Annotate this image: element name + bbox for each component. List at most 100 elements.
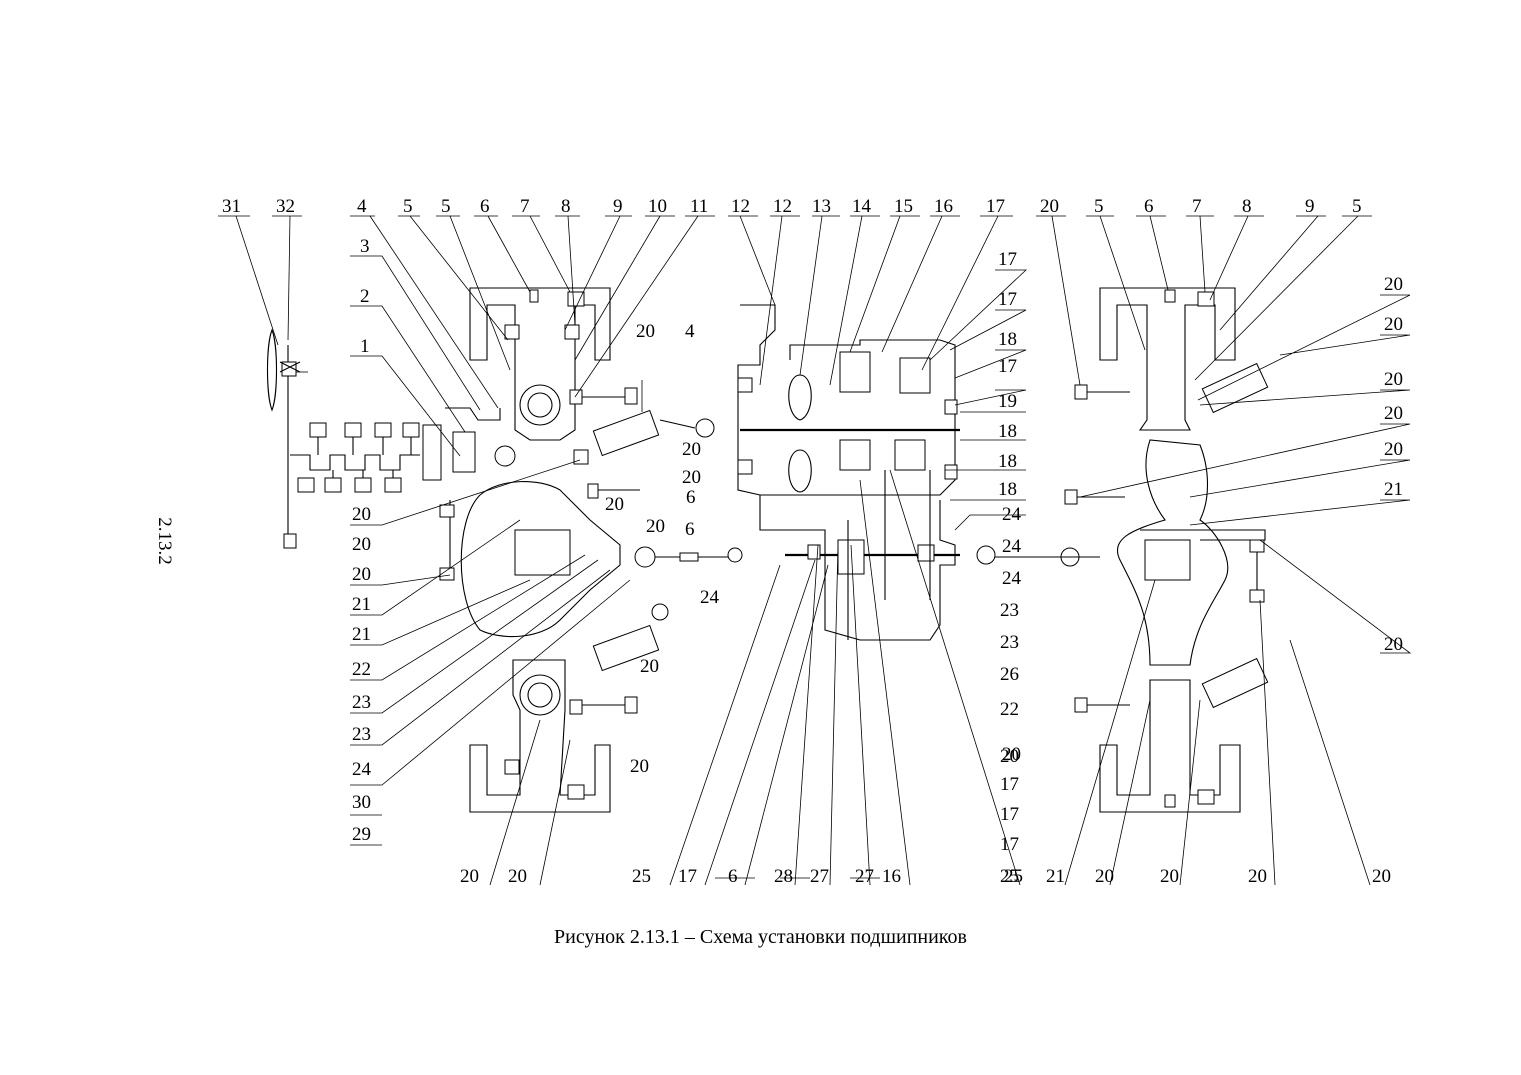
callout-label: 18 <box>998 479 1017 500</box>
callout-label: 7 <box>1192 196 1202 217</box>
callout-label: 17 <box>998 356 1017 377</box>
callout-label: 23 <box>352 692 371 713</box>
callout-label: 5 <box>1352 196 1362 217</box>
callout-label: 16 <box>934 196 953 217</box>
callout-label: 17 <box>1000 804 1019 825</box>
callout-label: 16 <box>882 866 901 887</box>
callout-label: 12 <box>773 196 792 217</box>
callout-label: 20 <box>630 756 649 777</box>
callout-label: 23 <box>352 724 371 745</box>
callout-label: 20 <box>640 656 659 677</box>
callout-label: 27 <box>855 866 874 887</box>
callout-label: 26 <box>1000 664 1019 685</box>
callout-label: 17 <box>678 866 697 887</box>
callout-label: 1 <box>360 336 370 357</box>
callout-label: 18 <box>998 329 1017 350</box>
callout-label: 21 <box>1384 479 1403 500</box>
callout-label: 29 <box>352 824 371 845</box>
callout-label: 24 <box>700 587 720 608</box>
callout-label: 17 <box>986 196 1005 217</box>
callout-label: 20 <box>605 494 624 515</box>
callout-label: 13 <box>812 196 831 217</box>
callout-label: 27 <box>810 866 829 887</box>
front-axle-differential <box>439 409 743 638</box>
callout-label: 20 <box>352 564 371 585</box>
callout-label: 19 <box>998 391 1017 412</box>
callout-label: 23 <box>1000 600 1019 621</box>
callout-label: 20 <box>1095 866 1114 887</box>
callout-label: 5 <box>403 196 413 217</box>
callout-label: 10 <box>648 196 667 217</box>
callout-label: 24 <box>1002 536 1022 557</box>
callout-label: 12 <box>731 196 750 217</box>
callout-label: 6 <box>480 196 490 217</box>
figure-caption: Рисунок 2.13.1 – Схема установки подшипн… <box>554 926 967 948</box>
callout-label: 24 <box>352 759 372 780</box>
callout-label: 32 <box>276 196 295 217</box>
callout-label: 9 <box>613 196 623 217</box>
callout-label: 20 <box>352 504 371 525</box>
callout-label: 6 <box>1144 196 1154 217</box>
callout-label: 31 <box>222 196 241 217</box>
callout-label: 18 <box>998 421 1017 442</box>
callout-label: 22 <box>1000 699 1019 720</box>
callout-label: 22 <box>352 659 371 680</box>
callout-label: 17 <box>998 249 1017 270</box>
pistons <box>297 422 420 493</box>
callout-label: 21 <box>352 624 371 645</box>
callout-label: 21 <box>1046 866 1065 887</box>
callout-label: 24 <box>1002 504 1022 525</box>
callout-label: 20 <box>1384 369 1403 390</box>
callout-label: 20 <box>646 516 665 537</box>
rear-axle <box>995 287 1269 813</box>
page-number: 2.13.2 <box>153 517 175 565</box>
callout-label: 25 <box>1004 866 1023 887</box>
callout-label: 20 <box>1384 274 1403 295</box>
callout-label: 20 <box>1384 403 1403 424</box>
fan-and-engine <box>266 328 516 549</box>
callout-label: 21 <box>352 594 371 615</box>
callout-label: 20 <box>1384 314 1403 335</box>
callout-label: 6 <box>728 866 738 887</box>
callout-label: 7 <box>520 196 530 217</box>
callout-label: 20 <box>1248 866 1267 887</box>
callout-label: 28 <box>774 866 793 887</box>
callout-label: 20 <box>636 321 655 342</box>
callout-label: 25 <box>1000 866 1019 887</box>
callout-label: 17 <box>998 289 1017 310</box>
callout-label: 4 <box>685 321 695 342</box>
callout-label: 4 <box>357 196 367 217</box>
callout-label: 20 <box>1372 866 1391 887</box>
leader-lines <box>218 215 1412 886</box>
callout-labels: 31 32 4 5 5 6 7 8 9 10 11 12 12 13 14 15… <box>222 196 1403 887</box>
callout-label: 20 <box>508 866 527 887</box>
callout-label: 8 <box>1242 196 1252 217</box>
callout-label: 9 <box>1305 196 1315 217</box>
callout-label: 20 <box>1384 439 1403 460</box>
callout-label: 5 <box>441 196 451 217</box>
callout-label: 15 <box>894 196 913 217</box>
left-rear-wheel-hub <box>469 603 669 813</box>
callout-label: 20 <box>1000 746 1019 767</box>
gearbox <box>737 304 996 641</box>
callout-label: 30 <box>352 792 371 813</box>
callout-label: 23 <box>1000 632 1019 653</box>
callout-label: 5 <box>1094 196 1104 217</box>
callout-label: 14 <box>852 196 872 217</box>
callout-label: 18 <box>998 451 1017 472</box>
callout-label: 8 <box>561 196 571 217</box>
callout-label: 11 <box>690 196 708 217</box>
callout-label: 17 <box>1000 774 1019 795</box>
callout-label: 20 <box>1002 744 1021 765</box>
callout-label: 24 <box>1002 568 1022 589</box>
callout-label: 20 <box>682 467 701 488</box>
callout-label: 6 <box>686 487 696 508</box>
callout-label: 3 <box>360 236 370 257</box>
callout-label: 20 <box>1384 634 1403 655</box>
callout-label: 2 <box>360 286 370 307</box>
callout-label: 20 <box>460 866 479 887</box>
callout-label: 17 <box>1000 834 1019 855</box>
callout-label: 20 <box>1040 196 1059 217</box>
callout-label: 20 <box>1160 866 1179 887</box>
callout-label: 20 <box>682 439 701 460</box>
